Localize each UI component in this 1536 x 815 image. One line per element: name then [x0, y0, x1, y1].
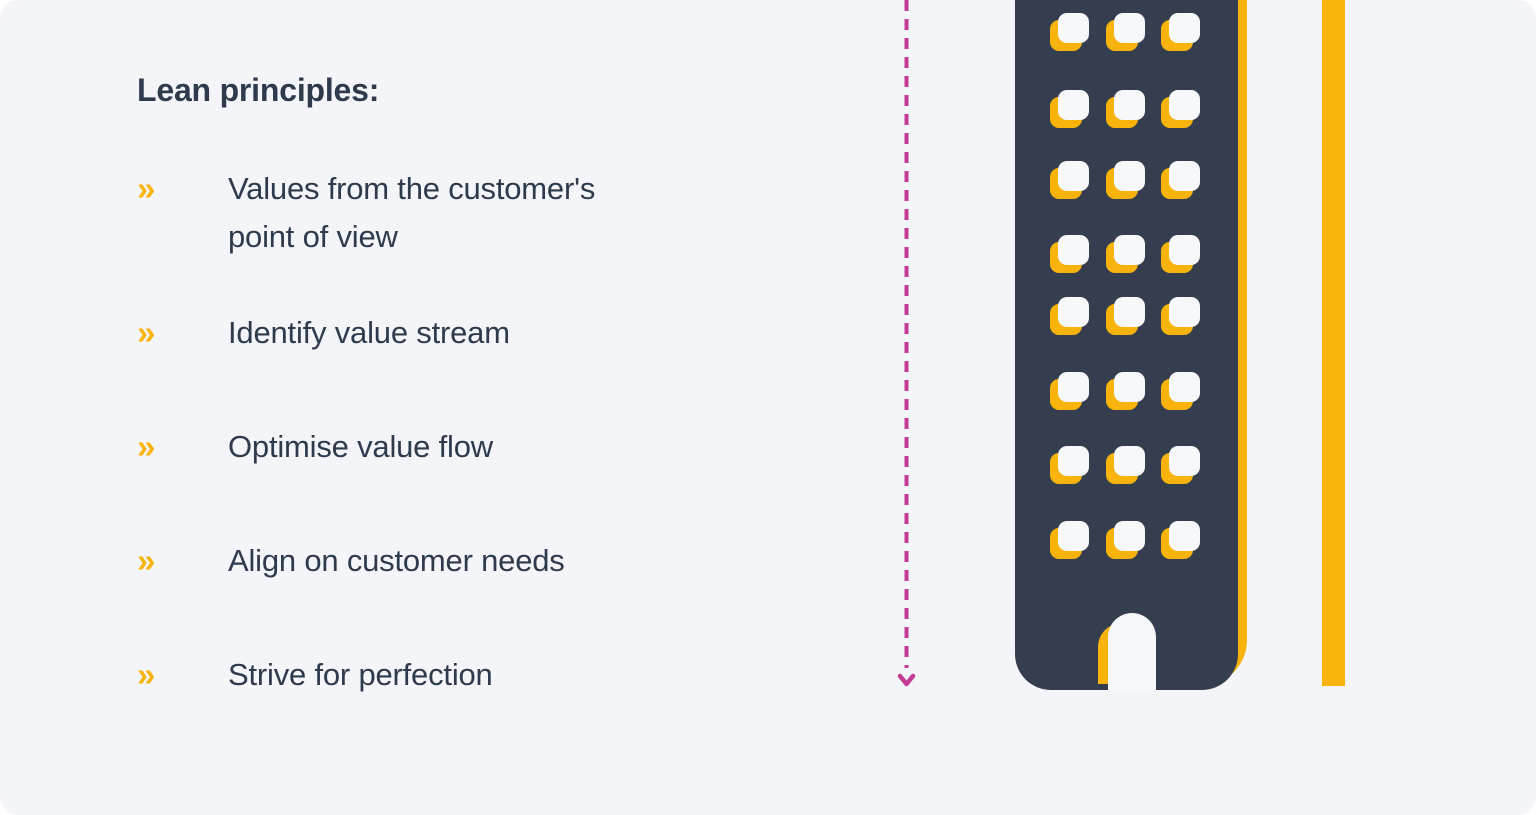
building-window: [1050, 235, 1089, 273]
building-window: [1161, 90, 1200, 128]
window-glass: [1114, 521, 1145, 551]
building-window: [1161, 446, 1200, 484]
list-item: » Optimise value flow: [137, 423, 493, 471]
window-glass: [1058, 521, 1089, 551]
building-window: [1106, 446, 1145, 484]
list-item: » Strive for perfection: [137, 651, 493, 699]
building-window: [1161, 372, 1200, 410]
window-glass: [1169, 297, 1200, 327]
window-glass: [1114, 446, 1145, 476]
building-window: [1050, 90, 1089, 128]
chevron-bullet-icon: »: [137, 656, 156, 693]
yellow-vertical-bar: [1322, 0, 1345, 686]
window-glass: [1058, 446, 1089, 476]
building-window: [1161, 297, 1200, 335]
page-title: Lean principles:: [137, 72, 380, 108]
window-glass: [1114, 161, 1145, 191]
building-window: [1050, 13, 1089, 51]
building-window: [1161, 161, 1200, 199]
window-glass: [1114, 235, 1145, 265]
building-window: [1050, 372, 1089, 410]
building-window: [1050, 161, 1089, 199]
window-glass: [1058, 235, 1089, 265]
window-glass: [1169, 90, 1200, 120]
window-glass: [1114, 13, 1145, 43]
window-glass: [1169, 161, 1200, 191]
building-window: [1106, 297, 1145, 335]
building-window: [1161, 13, 1200, 51]
window-glass: [1169, 446, 1200, 476]
list-item-label: Values from the customer's point of view: [228, 171, 596, 254]
chevron-bullet-icon: »: [137, 542, 156, 579]
chevron-bullet-icon: »: [137, 428, 156, 465]
window-glass: [1058, 161, 1089, 191]
building-window: [1106, 90, 1145, 128]
window-glass: [1114, 90, 1145, 120]
window-glass: [1169, 372, 1200, 402]
building-window: [1106, 521, 1145, 559]
window-glass: [1058, 372, 1089, 402]
list-item-label: Optimise value flow: [228, 429, 493, 464]
dashed-down-arrow-icon: [897, 0, 916, 687]
list-item: » Values from the customer's point of vi…: [137, 165, 595, 261]
window-glass: [1169, 13, 1200, 43]
list-item-label: Identify value stream: [228, 315, 510, 350]
building-window: [1106, 235, 1145, 273]
window-glass: [1169, 521, 1200, 551]
list-item-label: Align on customer needs: [228, 543, 565, 578]
list-item-label: Strive for perfection: [228, 657, 493, 692]
building-illustration: [1015, 0, 1238, 690]
building-window: [1106, 161, 1145, 199]
building-window: [1050, 521, 1089, 559]
window-glass: [1114, 297, 1145, 327]
building-window: [1161, 521, 1200, 559]
list-item: » Identify value stream: [137, 309, 510, 357]
door: [1108, 613, 1156, 690]
chevron-bullet-icon: »: [137, 314, 156, 351]
list-item: » Align on customer needs: [137, 537, 565, 585]
building-window: [1050, 297, 1089, 335]
building-window: [1106, 13, 1145, 51]
chevron-bullet-icon: »: [137, 170, 156, 207]
building-window: [1106, 372, 1145, 410]
building-window: [1161, 235, 1200, 273]
window-glass: [1058, 13, 1089, 43]
window-glass: [1169, 235, 1200, 265]
window-glass: [1058, 90, 1089, 120]
window-glass: [1058, 297, 1089, 327]
building-window: [1050, 446, 1089, 484]
window-glass: [1114, 372, 1145, 402]
